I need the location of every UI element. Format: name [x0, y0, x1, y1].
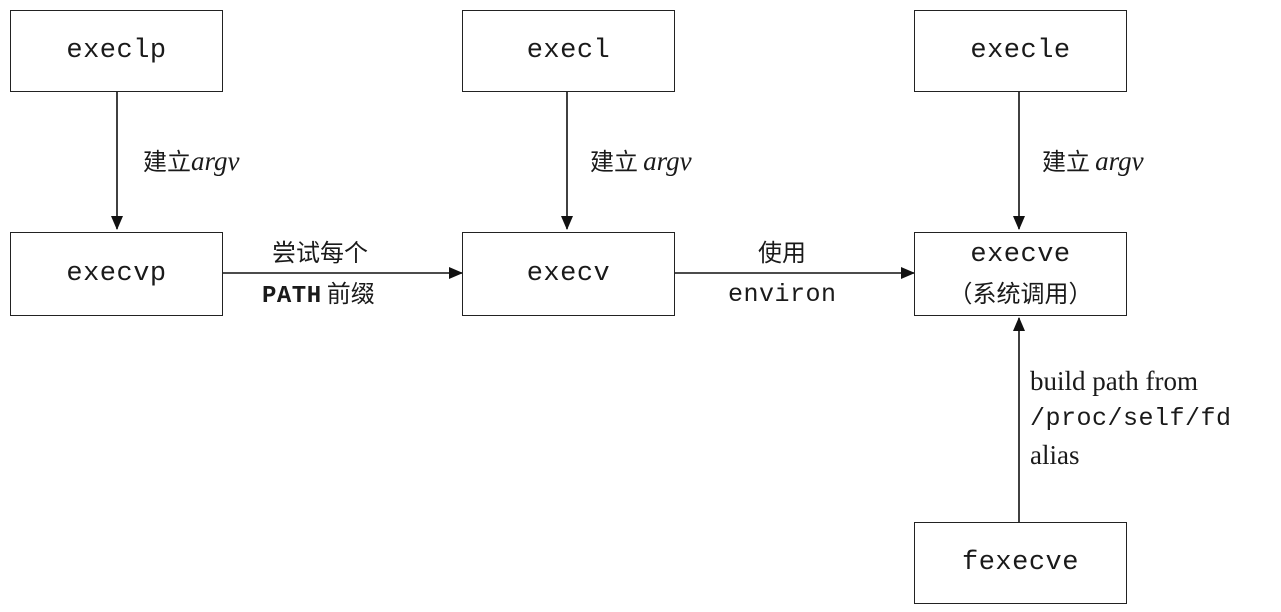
label-environ: environ — [728, 282, 837, 307]
node-execv-label: execv — [526, 259, 611, 289]
node-execv: execv — [462, 232, 675, 316]
label-build-argv-2-prefix: 建立 — [590, 148, 638, 176]
label-fd-line3: alias — [1030, 442, 1079, 469]
label-use-text: 使用 — [758, 239, 806, 267]
label-fd-line2: /proc/self/fd — [1030, 406, 1232, 431]
label-try-each: 尝试每个 — [272, 241, 368, 265]
node-fexecve: fexecve — [914, 522, 1127, 604]
label-fd-line3-text: alias — [1030, 440, 1080, 470]
node-execvp-label: execvp — [66, 259, 167, 289]
label-fd-line2-text: /proc/self/fd — [1030, 404, 1232, 433]
label-fd-line1-text: build path from — [1030, 366, 1198, 396]
node-execle: execle — [914, 10, 1127, 92]
label-path-prefix: PATH 前缀 — [262, 282, 375, 309]
node-execve: execve （系统调用） — [914, 232, 1127, 316]
label-prefix-text: 前缀 — [326, 280, 375, 308]
node-execve-label: execve — [970, 239, 1071, 270]
label-path-var: PATH — [262, 283, 322, 310]
label-environ-var: environ — [728, 280, 837, 309]
label-build-argv-2: 建立 argv — [590, 148, 692, 175]
label-build-argv-1-prefix: 建立 — [143, 148, 191, 176]
label-build-argv-1-var: argv — [191, 146, 240, 176]
node-execlp-label: execlp — [66, 36, 167, 66]
node-execl: execl — [462, 10, 675, 92]
label-use: 使用 — [758, 241, 806, 265]
node-execl-label: execl — [526, 36, 611, 66]
node-execlp: execlp — [10, 10, 223, 92]
node-execve-note: （系统调用） — [948, 279, 1093, 308]
label-build-argv-3-var: argv — [1095, 146, 1144, 176]
label-build-argv-2-var: argv — [643, 146, 692, 176]
label-build-argv-3: 建立 argv — [1042, 148, 1144, 175]
node-fexecve-label: fexecve — [962, 548, 1079, 578]
label-try-each-text: 尝试每个 — [272, 239, 368, 267]
label-build-argv-1: 建立argv — [143, 148, 240, 175]
label-build-argv-3-prefix: 建立 — [1042, 148, 1090, 176]
node-execle-label: execle — [970, 36, 1071, 66]
label-fd-line1: build path from — [1030, 368, 1198, 395]
node-execvp: execvp — [10, 232, 223, 316]
